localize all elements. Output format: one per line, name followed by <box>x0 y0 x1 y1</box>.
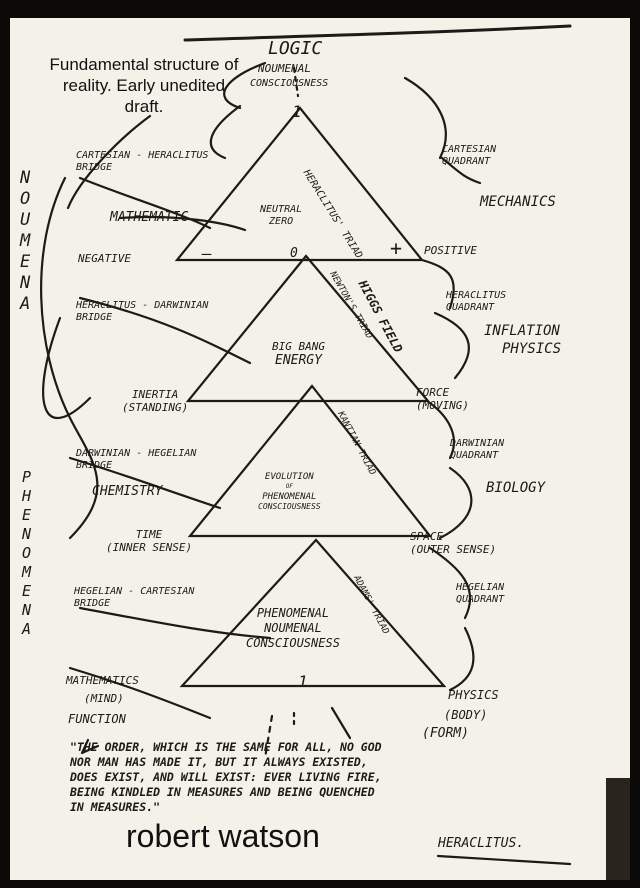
function-label: FUNCTION <box>68 712 126 726</box>
quote-line: "THE ORDER, WHICH IS THE SAME FOR ALL, N… <box>70 740 382 754</box>
bridge-title: CARTESIAN - HERACLITUS <box>76 150 209 161</box>
bridge-title: HEGELIAN - CARTESIAN <box>74 586 195 597</box>
phenomenal-noumenal-label: PHENOMENAL NOUMENAL CONSCIOUSNESS <box>246 606 340 651</box>
triangle-1 <box>174 106 425 262</box>
negative-label: NEGATIVE <box>78 252 131 265</box>
top-one: 1 <box>292 102 302 121</box>
quadrant-word: QUADRANT <box>446 302 495 313</box>
triangle-2 <box>185 254 431 403</box>
plus-sign: + <box>390 236 403 260</box>
time-label: TIME (INNER SENSE) <box>106 528 192 554</box>
bridge-title: HERACLITUS - DARWINIAN <box>76 300 209 311</box>
triangle-4 <box>179 538 447 688</box>
bottom-one: 1 <box>298 672 308 691</box>
paper-sheet: Fundamental structure of reality. Early … <box>10 18 630 880</box>
big-bang-label: BIG BANG ENERGY <box>272 340 325 368</box>
form-label: (FORM) <box>422 726 469 741</box>
consciousness-word: CONSCIOUSNESS <box>246 636 340 650</box>
zero-glyph: 0 <box>290 246 298 261</box>
noumenal-word: NOUMENAL <box>264 621 322 635</box>
inner-sense-word: (INNER SENSE) <box>106 541 193 554</box>
darwinian-hegelian-bridge: DARWINIAN - HEGELIAN BRIDGE <box>76 448 196 472</box>
space-word: SPACE <box>410 530 444 543</box>
noumena-vertical: NOUMENA <box>20 168 31 314</box>
quadrant-title: DARWINIAN <box>450 438 505 449</box>
heraclitus-darwinian-bridge: HERACLITUS - DARWINIAN BRIDGE <box>76 300 208 324</box>
hegelian-quadrant: HEGELIAN QUADRANT <box>456 582 504 606</box>
phenomenal-word: PHENOMENAL <box>256 606 330 620</box>
minus-sign: — <box>202 244 212 263</box>
noumenal-label: NOUMENAL <box>258 62 311 75</box>
positive-label: POSITIVE <box>424 244 477 257</box>
time-word: TIME <box>135 528 163 541</box>
mathematics-label: MATHEMATIC <box>110 210 189 225</box>
cartesian-quadrant: CARTESIAN QUADRANT <box>442 144 496 168</box>
moving-word: (MOVING) <box>416 399 469 412</box>
zero-word: ZERO <box>269 216 294 227</box>
of-word: OF <box>285 483 293 490</box>
mind-label: (MIND) <box>84 692 124 705</box>
mathematics-bottom-label: MATHEMATICS <box>66 674 139 687</box>
author-name: robert watson <box>126 818 320 854</box>
consciousness-word: CONSCIOUSNESS <box>258 502 321 511</box>
diagram-lines <box>40 24 630 880</box>
chemistry-label: CHEMISTRY <box>92 484 163 499</box>
quadrant-title: HEGELIAN <box>456 582 505 593</box>
darwinian-quadrant: DARWINIAN QUADRANT <box>450 438 504 462</box>
consciousness-label: CONSCIOUSNESS <box>250 78 329 89</box>
logic-label: LOGIC <box>268 38 323 59</box>
quadrant-title: CARTESIAN <box>442 144 497 155</box>
caption-line-3: draft. <box>124 97 164 116</box>
energy-word: ENERGY <box>275 353 322 368</box>
quadrant-word: QUADRANT <box>456 594 505 605</box>
triangle-3 <box>187 384 433 538</box>
neutral-zero-label: NEUTRAL ZERO <box>260 204 302 228</box>
heraclitus-quote: "THE ORDER, WHICH IS THE SAME FOR ALL, N… <box>70 740 382 815</box>
physics-bottom-label: PHYSICS <box>448 688 499 702</box>
quadrant-word: QUADRANT <box>442 156 491 167</box>
bridge-word: BRIDGE <box>76 162 113 173</box>
body-label: (BODY) <box>444 708 488 722</box>
quote-line: NOR MAN HAS MADE IT, BUT IT ALWAYS EXIST… <box>70 755 368 769</box>
quadrant-title: HERACLITUS <box>446 290 507 301</box>
standing-word: (STANDING) <box>122 401 189 414</box>
bridge-word: BRIDGE <box>76 312 113 323</box>
inflation-word: INFLATION <box>484 323 560 339</box>
quote-line: IN MEASURES." <box>70 800 161 814</box>
quote-line: DOES EXIST, AND WILL EXIST: EVER LIVING … <box>70 770 382 784</box>
quote-line: BEING KINDLED IN MEASURES AND BEING QUEN… <box>70 785 375 799</box>
biology-label: BIOLOGY <box>486 480 546 496</box>
force-label: FORCE (MOVING) <box>416 386 469 412</box>
quadrant-word: QUADRANT <box>450 450 499 461</box>
hegelian-cartesian-bridge: HEGELIAN - CARTESIAN BRIDGE <box>74 586 194 610</box>
mechanics-label: MECHANICS <box>480 194 556 210</box>
outer-sense-word: (OUTER SENSE) <box>410 543 497 556</box>
physics-word: PHYSICS <box>502 341 562 357</box>
force-word: FORCE <box>416 386 450 399</box>
inertia-word: INERTIA <box>131 388 179 401</box>
phenomena-vertical: PHENOMENA <box>22 468 32 638</box>
caption-line-2: reality. Early unedited <box>62 76 226 95</box>
cartesian-heraclitus-bridge: CARTESIAN - HERACLITUS BRIDGE <box>76 150 208 174</box>
bridge-title: DARWINIAN - HEGELIAN <box>76 448 197 459</box>
caption: Fundamental structure of reality. Early … <box>24 54 264 117</box>
bridge-word: BRIDGE <box>74 598 111 609</box>
caption-line-1: Fundamental structure of <box>49 55 239 74</box>
heraclitus-quadrant: HERACLITUS QUADRANT <box>446 290 506 314</box>
inflation-physics-label: INFLATION PHYSICS <box>484 322 561 358</box>
inertia-label: INERTIA (STANDING) <box>122 388 188 414</box>
neutral-word: NEUTRAL <box>260 204 303 215</box>
evolution-label: EVOLUTION OF PHENOMENAL CONSCIOUSNESS <box>258 472 321 512</box>
evolution-word: EVOLUTION <box>264 472 314 482</box>
heraclitus-attribution: HERACLITUS. <box>438 836 525 851</box>
phenomenal-word: PHENOMENAL <box>262 492 317 502</box>
space-label: SPACE (OUTER SENSE) <box>410 530 496 556</box>
big-bang-word: BIG BANG <box>272 340 325 353</box>
bridge-word: BRIDGE <box>76 460 113 471</box>
